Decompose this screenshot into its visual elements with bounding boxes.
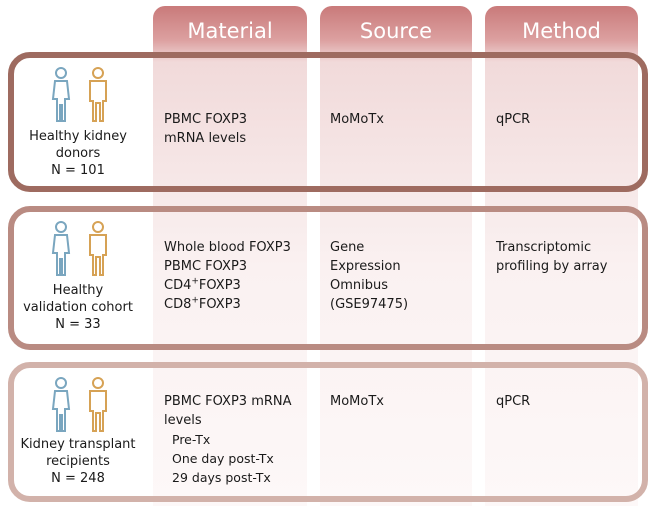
material-column bbox=[153, 6, 307, 506]
row-validation-cohort bbox=[8, 206, 648, 350]
source-header: Source bbox=[359, 19, 433, 43]
row3-material: PBMC FOXP3 mRNA levels Pre-Tx One day po… bbox=[164, 394, 292, 485]
method-header: Method bbox=[522, 19, 601, 43]
row2-source: Gene Expression Omnibus (GSE97475) bbox=[330, 240, 409, 312]
row2-material: Whole blood FOXP3 PBMC FOXP3 CD4+FOXP3 C… bbox=[164, 240, 291, 312]
row1-material: PBMC FOXP3 mRNA levels bbox=[164, 112, 248, 146]
row-healthy-donors bbox=[8, 52, 648, 192]
source-column bbox=[320, 6, 472, 506]
male-person-icon bbox=[89, 221, 107, 276]
row3-method: qPCR bbox=[496, 394, 531, 409]
row3-source: MoMoTx bbox=[330, 394, 384, 409]
person-icons-row2 bbox=[51, 221, 107, 276]
person-icons-row3 bbox=[51, 377, 107, 432]
row3-cohort-label: Kidney transplant recipients N = 248 bbox=[20, 437, 136, 486]
row1-method: qPCR bbox=[496, 112, 531, 127]
row2-method: Transcriptomic profiling by array bbox=[496, 240, 608, 274]
person-icons-row1 bbox=[51, 67, 107, 122]
female-person-icon bbox=[51, 67, 71, 122]
material-header: Material bbox=[187, 19, 273, 43]
male-person-icon bbox=[89, 67, 107, 122]
timepoint-one-day: One day post-Tx bbox=[172, 451, 274, 466]
female-person-icon bbox=[51, 377, 71, 432]
row-transplant-recipients bbox=[8, 362, 648, 502]
timepoint-pre-tx: Pre-Tx bbox=[172, 432, 211, 447]
row1-cohort-label: Healthy kidney donors N = 101 bbox=[29, 129, 127, 178]
timepoint-29-days: 29 days post-Tx bbox=[172, 470, 271, 485]
row1-source: MoMoTx bbox=[330, 112, 384, 127]
male-person-icon bbox=[89, 377, 107, 432]
method-column bbox=[485, 6, 638, 506]
female-person-icon bbox=[51, 221, 71, 276]
row2-cohort-label: Healthy validation cohort N = 33 bbox=[23, 283, 133, 332]
